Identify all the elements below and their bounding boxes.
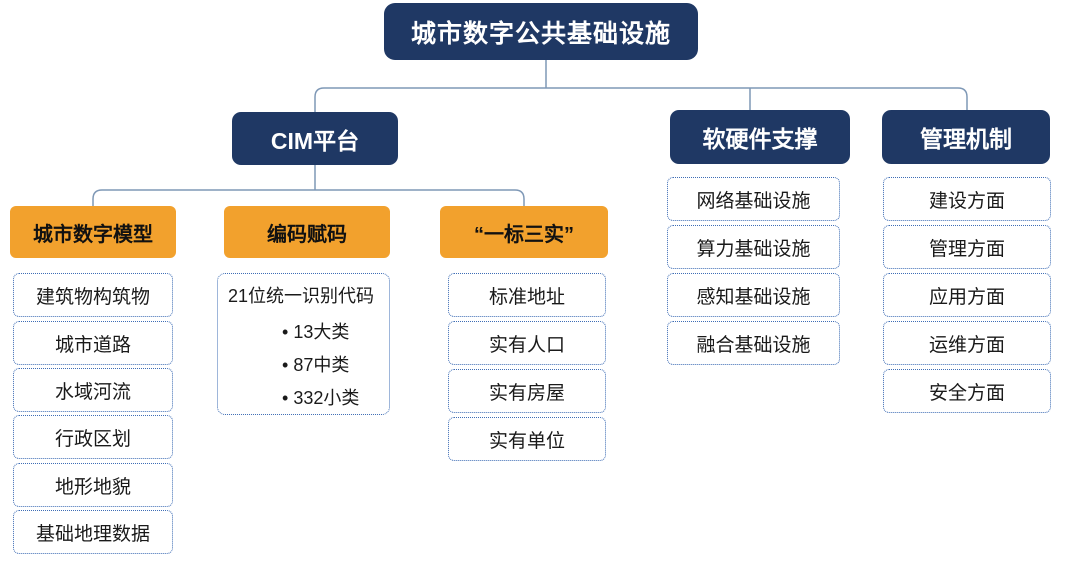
list-item-basic-geo-data: 基础地理数据 bbox=[13, 510, 173, 554]
list-item-standard-address: 标准地址 bbox=[448, 273, 606, 317]
unified-code-bullet-list: 13大类 87中类 332小类 bbox=[226, 316, 383, 415]
list-item-construction-aspect: 建设方面 bbox=[883, 177, 1051, 221]
list-item-actual-population: 实有人口 bbox=[448, 321, 606, 365]
list-item-network-infra: 网络基础设施 bbox=[667, 177, 840, 221]
list-item-security-aspect: 安全方面 bbox=[883, 369, 1051, 413]
unified-code-title: 21位统一识别代码 bbox=[228, 286, 375, 306]
list-item-sensing-infra: 感知基础设施 bbox=[667, 273, 840, 317]
list-item-application-aspect: 应用方面 bbox=[883, 273, 1051, 317]
list-item-city-roads: 城市道路 bbox=[13, 321, 173, 365]
list-item-management-aspect: 管理方面 bbox=[883, 225, 1051, 269]
list-item-terrain: 地形地貌 bbox=[13, 463, 173, 507]
unified-code-panel: 21位统一识别代码 13大类 87中类 332小类 bbox=[217, 273, 390, 415]
city-digital-model-header: 城市数字模型 bbox=[10, 206, 176, 258]
level1-branch-line bbox=[314, 87, 968, 112]
cim-platform-node: CIM平台 bbox=[232, 112, 398, 165]
bullet-minor-categories: 332小类 bbox=[282, 382, 383, 415]
list-item-admin-divisions: 行政区划 bbox=[13, 415, 173, 459]
hardware-software-support-node: 软硬件支撑 bbox=[670, 110, 850, 164]
bullet-medium-categories: 87中类 bbox=[282, 349, 383, 382]
list-item-computing-infra: 算力基础设施 bbox=[667, 225, 840, 269]
one-standard-three-reals-header: “一标三实” bbox=[440, 206, 608, 258]
list-item-converged-infra: 融合基础设施 bbox=[667, 321, 840, 365]
list-item-water-rivers: 水域河流 bbox=[13, 368, 173, 412]
list-item-buildings: 建筑物构筑物 bbox=[13, 273, 173, 317]
coding-assignment-header: 编码赋码 bbox=[224, 206, 390, 258]
bullet-major-categories: 13大类 bbox=[282, 316, 383, 349]
management-mechanism-node: 管理机制 bbox=[882, 110, 1050, 164]
list-item-operations-aspect: 运维方面 bbox=[883, 321, 1051, 365]
list-item-actual-units: 实有单位 bbox=[448, 417, 606, 461]
list-item-actual-housing: 实有房屋 bbox=[448, 369, 606, 413]
root-node: 城市数字公共基础设施 bbox=[384, 3, 698, 60]
level2-branch-line bbox=[92, 189, 525, 206]
